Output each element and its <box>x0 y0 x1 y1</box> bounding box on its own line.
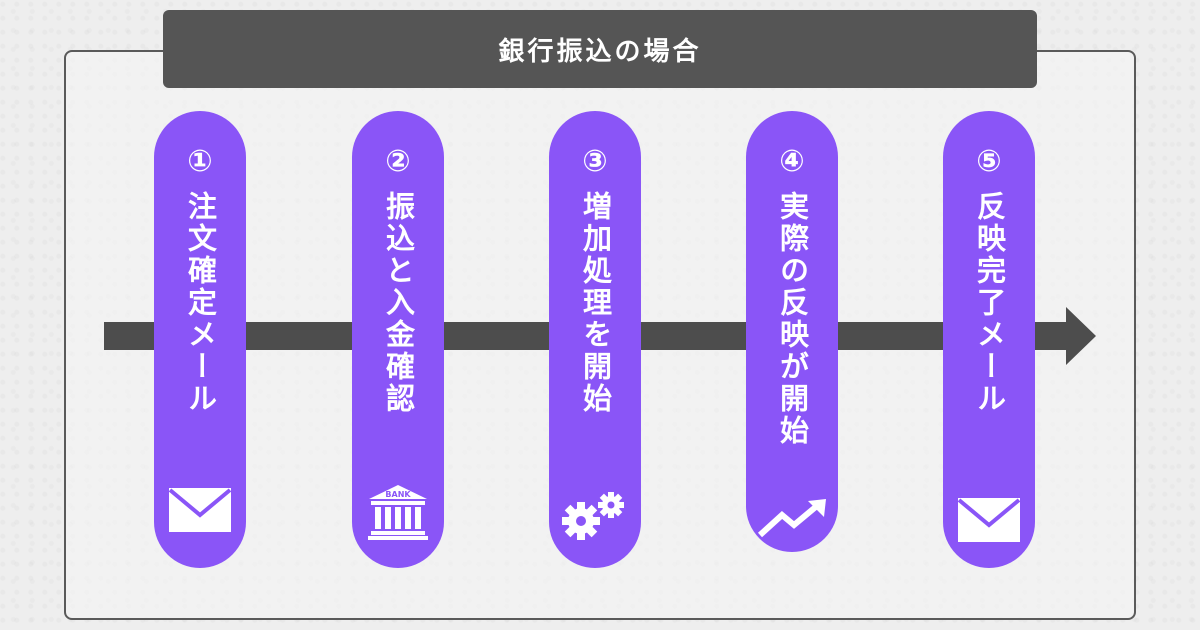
step-label: 増加処理を開始 <box>578 191 613 415</box>
step-4-pill: ④ 実際の反映が開始 <box>746 111 838 552</box>
step-number: ⑤ <box>976 144 1002 179</box>
step-number: ③ <box>582 144 608 179</box>
title-bar: 銀行振込の場合 <box>163 10 1037 88</box>
mail-icon <box>957 498 1021 542</box>
step-label: 反映完了メール <box>972 191 1007 415</box>
bank-icon: BANK <box>368 485 428 540</box>
step-1-pill: ① 注文確定メール <box>154 111 246 568</box>
step-number: ④ <box>779 144 805 179</box>
step-3-pill: ③ 増加処理を開始 <box>549 111 641 568</box>
timeline-arrow-head <box>1066 307 1096 365</box>
step-label: 実際の反映が開始 <box>775 191 810 447</box>
step-number: ① <box>187 144 213 179</box>
page-title: 銀行振込の場合 <box>498 36 702 67</box>
step-5-pill: ⑤ 反映完了メール <box>943 111 1035 568</box>
step-2-pill: ② 振込と入金確認 BANK <box>352 111 444 568</box>
step-label: 注文確定メール <box>183 191 218 415</box>
step-label: 振込と入金確認 <box>381 191 416 415</box>
gears-icon <box>562 492 624 540</box>
step-number: ② <box>385 144 411 179</box>
trend-up-icon <box>757 499 826 538</box>
bank-icon-text: BANK <box>385 490 411 499</box>
mail-icon <box>168 488 232 532</box>
